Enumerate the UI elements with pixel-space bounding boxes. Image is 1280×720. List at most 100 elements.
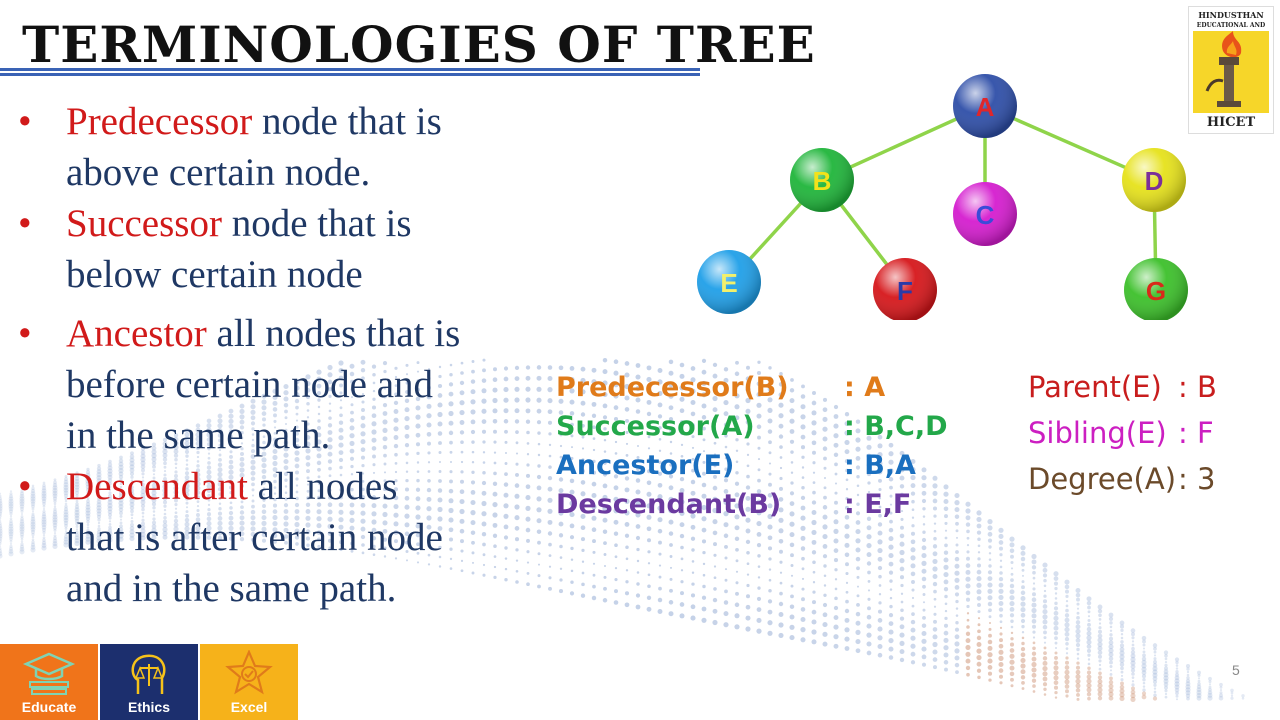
wave-dot xyxy=(625,418,629,423)
wave-dot xyxy=(1120,681,1124,686)
wave-dot xyxy=(1021,562,1025,567)
wave-dot xyxy=(668,393,674,399)
wave-dot xyxy=(74,518,80,524)
wave-dot xyxy=(196,455,200,459)
wave-dot xyxy=(361,480,365,483)
wave-dot xyxy=(283,465,289,471)
wave-dot xyxy=(613,600,619,605)
wave-dot xyxy=(976,563,982,568)
wave-dot xyxy=(239,462,245,468)
wave-dot xyxy=(1108,656,1114,661)
wave-dot xyxy=(1152,663,1158,668)
wave-dot xyxy=(1009,536,1015,542)
wave-dot xyxy=(229,490,233,495)
wave-dot xyxy=(1031,597,1037,603)
wave-dot xyxy=(349,448,355,454)
property-list: Parent(E) : B Sibling(E) : F Degree(A) :… xyxy=(1028,364,1217,502)
wave-dot xyxy=(86,528,90,533)
wave-dot xyxy=(63,509,69,515)
wave-dot xyxy=(1076,607,1080,610)
wave-dot xyxy=(833,643,839,649)
wave-dot xyxy=(757,468,761,472)
wave-dot xyxy=(955,620,959,625)
wave-dot xyxy=(272,407,278,412)
wave-dot xyxy=(558,510,564,516)
wave-dot xyxy=(910,643,916,649)
wave-dot xyxy=(459,518,465,524)
wave-dot xyxy=(734,393,740,399)
wave-dot xyxy=(877,460,883,466)
node-label-c: C xyxy=(976,200,995,230)
wave-dot xyxy=(371,437,377,443)
wave-dot xyxy=(911,524,915,528)
wave-dot xyxy=(658,426,662,430)
wave-dot xyxy=(437,516,443,522)
wave-dot xyxy=(723,489,729,494)
wave-dot xyxy=(504,451,508,455)
wave-dot xyxy=(658,552,662,556)
wave-dot xyxy=(459,380,465,386)
wave-dot xyxy=(239,451,245,457)
property-term: Degree(A) xyxy=(1028,462,1177,496)
wave-dot xyxy=(151,445,157,451)
wave-dot xyxy=(646,411,652,417)
wave-dot xyxy=(591,379,597,385)
wave-dot xyxy=(955,521,959,526)
wave-dot xyxy=(9,542,13,546)
wave-dot xyxy=(184,492,190,497)
wave-dot xyxy=(416,561,420,564)
wave-dot xyxy=(1043,630,1047,635)
wave-dot xyxy=(394,392,398,397)
wave-dot xyxy=(1164,685,1168,690)
wave-dot xyxy=(295,477,299,481)
wave-dot xyxy=(426,431,432,437)
wave-dot xyxy=(239,467,245,473)
wave-dot xyxy=(74,481,80,487)
wave-dot xyxy=(449,479,453,484)
wave-dot xyxy=(943,623,949,628)
wave-dot xyxy=(547,486,553,492)
wave-dot xyxy=(316,516,322,522)
wave-dot xyxy=(151,498,157,503)
wave-dot xyxy=(9,540,13,543)
wave-dot xyxy=(1065,599,1069,603)
wave-dot xyxy=(647,562,651,565)
wave-dot xyxy=(437,393,443,398)
wave-dot xyxy=(1153,657,1157,661)
wave-dot xyxy=(569,500,575,506)
wave-dot xyxy=(1186,667,1190,671)
wave-dot xyxy=(108,491,112,495)
wave-dot xyxy=(822,641,828,647)
wave-dot xyxy=(591,390,597,396)
wave-dot xyxy=(768,482,772,487)
wave-dot xyxy=(614,543,618,548)
definition-value: : B,C,D xyxy=(844,411,948,442)
wave-dot xyxy=(966,556,970,561)
wave-dot xyxy=(217,423,223,429)
wave-dot xyxy=(1053,625,1059,631)
wave-dot xyxy=(63,539,69,545)
wave-dot xyxy=(75,473,79,478)
wave-dot xyxy=(779,591,783,596)
wave-dot xyxy=(349,371,355,377)
wave-dot xyxy=(206,427,212,433)
wave-dot xyxy=(427,563,431,566)
wave-dot xyxy=(239,515,245,521)
wave-dot xyxy=(371,536,377,541)
wave-dot xyxy=(845,562,849,567)
wave-dot xyxy=(52,496,58,501)
wave-dot xyxy=(107,471,113,477)
wave-dot xyxy=(954,563,960,569)
wave-dot xyxy=(1087,658,1091,661)
wave-dot xyxy=(614,452,618,455)
wave-dot xyxy=(1031,672,1037,678)
wave-dot xyxy=(1043,594,1047,598)
tree-node-f: F xyxy=(873,258,937,320)
wave-dot xyxy=(217,462,223,468)
wave-dot xyxy=(569,591,575,596)
wave-dot xyxy=(899,616,905,621)
wave-dot xyxy=(108,459,112,464)
wave-dot xyxy=(96,511,102,517)
wave-dot xyxy=(1009,642,1015,647)
wave-dot xyxy=(779,456,783,459)
